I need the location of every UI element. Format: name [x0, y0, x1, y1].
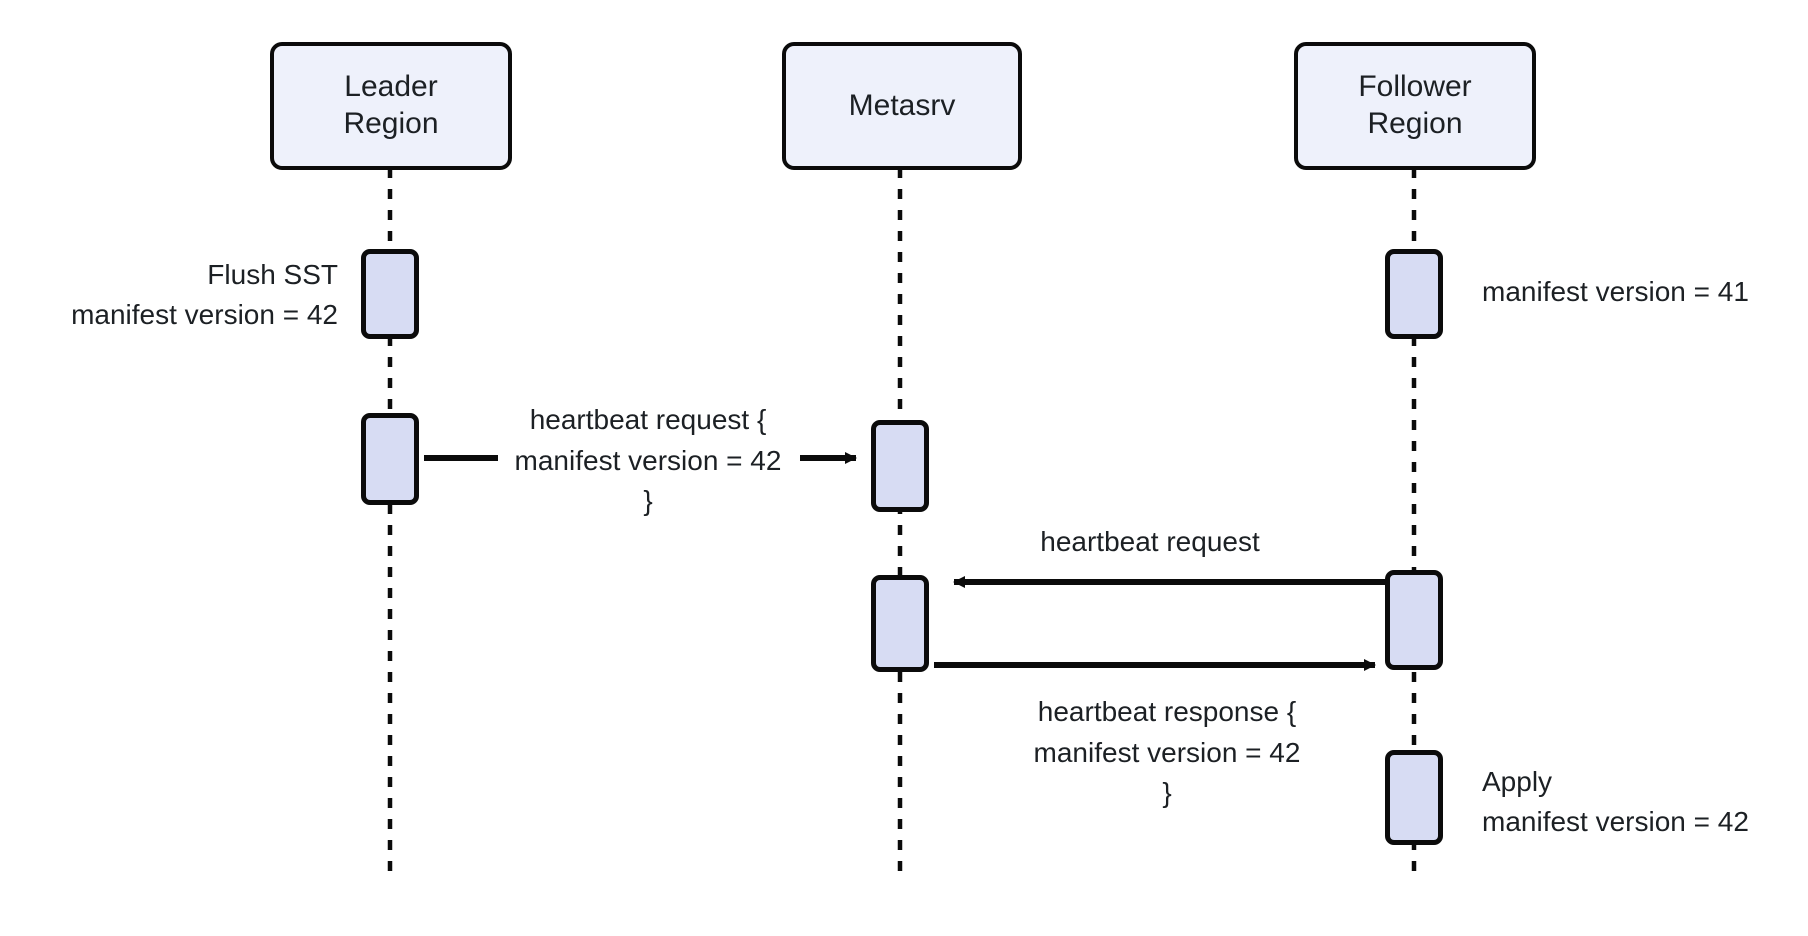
- activation-follower-heartbeat[interactable]: [1385, 570, 1443, 670]
- message-label-metasrv-to-follower: heartbeat response { manifest version = …: [1033, 696, 1301, 809]
- participant-follower-region[interactable]: Follower Region: [1294, 42, 1536, 170]
- activation-metasrv-receive-leader-heartbeat[interactable]: [871, 420, 929, 512]
- activation-leader-flush[interactable]: [361, 249, 419, 339]
- message-label-leader-to-metasrv: heartbeat request { manifest version = 4…: [514, 404, 782, 517]
- activation-leader-heartbeat[interactable]: [361, 413, 419, 505]
- participant-metasrv[interactable]: Metasrv: [782, 42, 1022, 170]
- note-flush-sst: Flush SST manifest version = 42: [71, 259, 338, 330]
- participant-leader-region[interactable]: Leader Region: [270, 42, 512, 170]
- activation-metasrv-follower-exchange[interactable]: [871, 575, 929, 672]
- activation-follower-initial[interactable]: [1385, 249, 1443, 339]
- activation-follower-apply[interactable]: [1385, 750, 1443, 845]
- message-label-follower-to-metasrv: heartbeat request: [1040, 526, 1260, 557]
- note-apply-manifest-version: Apply manifest version = 42: [1482, 766, 1749, 837]
- note-follower-manifest-version: manifest version = 41: [1482, 276, 1749, 307]
